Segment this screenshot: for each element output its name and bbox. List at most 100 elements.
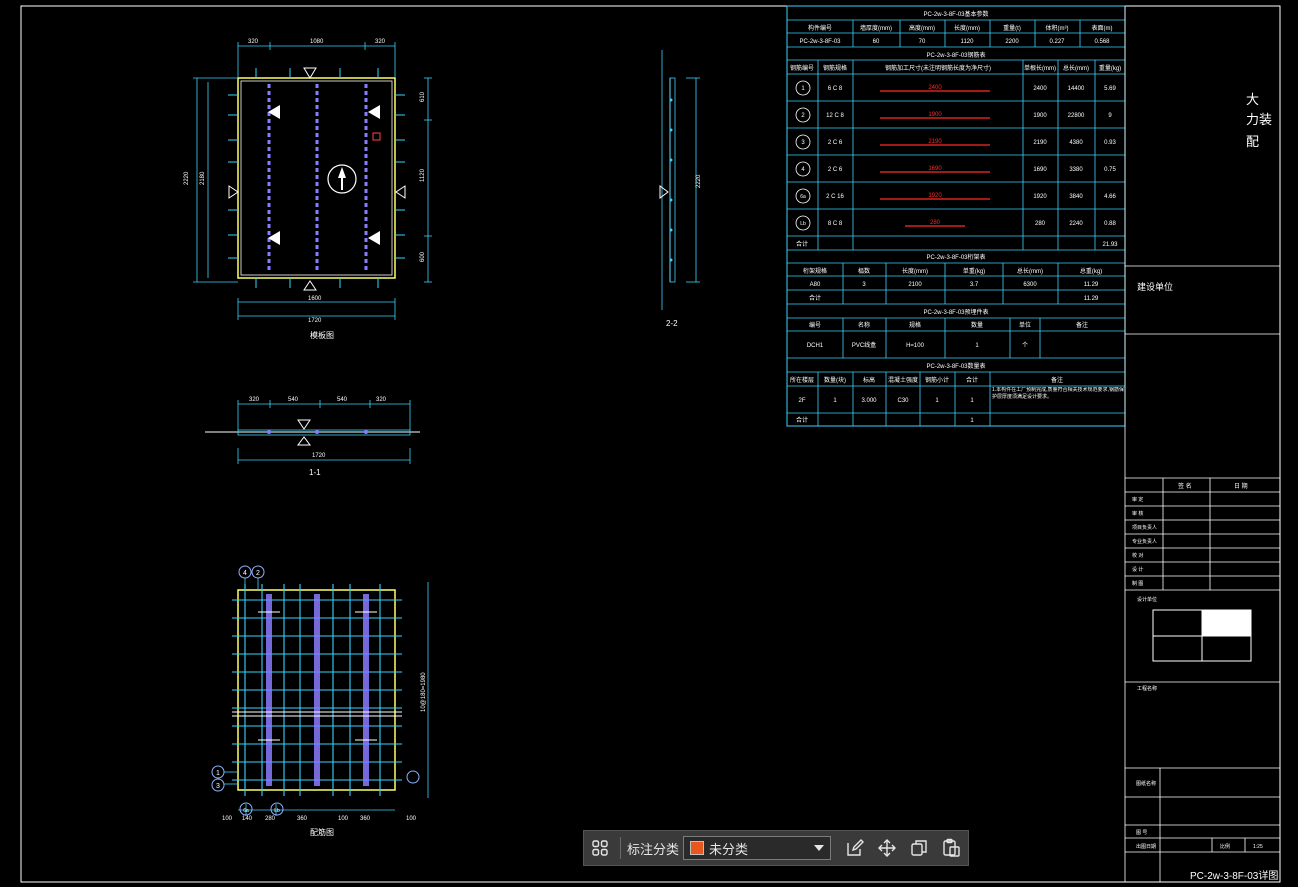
rebar-bubble-lb: [270, 802, 284, 816]
t4-header-1: 编号: [809, 321, 821, 329]
t4-c4: 1: [975, 343, 979, 349]
t2-r3-id: 3: [801, 140, 805, 146]
t2-r6-weight: 0.88: [1104, 221, 1116, 227]
sign-row-1: 审 定: [1132, 496, 1143, 503]
t3-header-5: 总长(mm): [1017, 267, 1043, 275]
paste-icon[interactable]: [935, 831, 967, 865]
edit-icon[interactable]: [839, 831, 871, 865]
t2-r3-total: 4380: [1069, 140, 1083, 146]
t2-r6-id: Lb: [800, 221, 806, 227]
rebar-bubble-2: [251, 565, 265, 579]
t5-c3: 3.000: [861, 398, 877, 404]
t3-header-3: 长度(mm): [902, 267, 928, 275]
t2-r6-shape: 280: [930, 220, 941, 226]
t4-header-6: 备注: [1076, 321, 1088, 329]
t3-header-2: 榀数: [858, 267, 870, 275]
copy-icon[interactable]: [903, 831, 935, 865]
rebar-bottom-dim-5: 100: [338, 816, 349, 822]
plan-top-dim-1: 320: [248, 39, 259, 45]
t1-cell-1: PC-2w-3-8F-03: [799, 39, 841, 45]
t2-r2-id: 2: [801, 113, 805, 119]
t3-header-4: 单重(kg): [963, 267, 985, 275]
drawing-code: PC-2w-3-8F-03详图: [1190, 869, 1278, 882]
t5-header-3: 标高: [863, 376, 875, 384]
t2-r2-spec: 12 C 8: [826, 113, 844, 119]
t2-header-4: 单根长(mm): [1024, 64, 1056, 72]
t2-r5-total: 3840: [1069, 194, 1083, 200]
rebar-bubble-6a: [239, 802, 253, 816]
drawing-no-label: 图 号: [1136, 830, 1147, 836]
t3-header-6: 总重(kg): [1080, 267, 1102, 275]
t2-r1-len: 2400: [1033, 86, 1047, 92]
t2-r2-total: 22800: [1068, 113, 1085, 119]
rebar-bottom-dim-6: 360: [360, 816, 371, 822]
category-dropdown[interactable]: 未分类: [683, 836, 832, 860]
t5-total-label: 合计: [796, 416, 808, 424]
t2-header-5: 总长(mm): [1063, 64, 1089, 72]
sign-row-5: 校 对: [1132, 552, 1143, 559]
section-2-2-view: 2220 2-2: [659, 50, 702, 328]
t4-c1: DCH1: [807, 343, 824, 349]
t2-header-6: 重量(kg): [1099, 64, 1121, 72]
rebar-view: 100 140 280 360 100 360 100 10@180=1980 …: [211, 565, 429, 837]
table2-title: PC-2w-3-8F-03钢筋表: [926, 51, 985, 59]
parameter-tables: PC-2w-3-8F-03基本参数 构件编号 墙厚度(mm) 高度(mm) 长度…: [786, 5, 1126, 427]
t5-c4: C30: [897, 398, 909, 404]
t2-total-label: 合计: [796, 240, 808, 248]
category-selected-value: 未分类: [709, 842, 749, 858]
toolbar-divider: [620, 837, 621, 859]
plan-left-dim-2: 2180: [200, 171, 206, 185]
t4-c3: H=100: [906, 343, 925, 349]
t2-r5-spec: 2 C 16: [826, 194, 844, 200]
t5-note-text: 1.本构件在工厂预制完成,质量符合相关技术规范要求,钢筋保护层厚度须满足设计要求…: [992, 387, 1124, 400]
t1-cell-3: 70: [919, 39, 926, 45]
t5-header-6: 合计: [966, 376, 978, 384]
plan-right-dim-1: 610: [420, 91, 426, 102]
table3-title: PC-2w-3-8F-03桁架表: [926, 253, 985, 261]
t1-cell-2: 60: [873, 39, 880, 45]
rebar-bottom-dim-3: 280: [265, 816, 276, 822]
t2-r6-total: 2240: [1069, 221, 1083, 227]
t5-header-2: 数量(块): [824, 376, 846, 384]
t5-c2: 1: [833, 398, 837, 404]
t2-r6-spec: 8 C 8: [828, 221, 843, 227]
t2-r5-len: 1920: [1033, 194, 1047, 200]
plan-bottom-dim-2: 1720: [308, 318, 322, 324]
t1-header-7: 表面(m): [1092, 24, 1113, 32]
sign-header-1: 签 名: [1178, 482, 1192, 490]
rebar-bottom-dim-2: 140: [242, 816, 253, 822]
t1-header-1: 构件编号: [808, 24, 832, 32]
t3-r1-c4: 3.7: [970, 282, 979, 288]
title-block: 大 力装 配 建设单位 签 名 日 期 审 定 审 核 项目负责人 专业负责人 …: [1124, 6, 1280, 882]
rebar-bubble-2-label: 2: [256, 570, 260, 577]
t1-header-5: 重量(t): [1003, 24, 1021, 32]
table1-title: PC-2w-3-8F-03基本参数: [923, 10, 988, 18]
plan-top-dim-2: 1080: [310, 39, 324, 45]
vertical-title-3: 配: [1246, 134, 1259, 149]
sec11-dim-3: 540: [337, 397, 348, 403]
t5-note-header: 备注: [1051, 376, 1063, 384]
t3-r1-c5: 6300: [1023, 282, 1037, 288]
sec11-dim-1: 320: [249, 397, 260, 403]
rebar-bubble-lb-label: Lb: [274, 808, 280, 814]
t5-total-value: 1: [970, 418, 974, 424]
t2-r4-id: 4: [801, 167, 805, 173]
t3-r1-c2: 3: [862, 282, 866, 288]
t2-header-1: 钢筋编号: [790, 64, 814, 72]
move-icon[interactable]: [871, 831, 903, 865]
scale-label: 比例: [1220, 843, 1230, 850]
t2-r2-shape: 1900: [928, 112, 942, 118]
rebar-bubble-4: [238, 565, 252, 579]
sec11-dim-4: 320: [376, 397, 387, 403]
t2-r3-len: 2190: [1033, 140, 1047, 146]
grid-icon[interactable]: [584, 831, 616, 865]
plan-left-dim-1: 2220: [184, 171, 190, 185]
t1-header-2: 墙厚度(mm): [860, 24, 892, 32]
t2-r2-weight: 9: [1108, 113, 1112, 119]
plan-title: 模板图: [310, 330, 334, 340]
t2-r1-spec: 6 C 8: [828, 86, 843, 92]
rebar-right-dim: 10@180=1980: [421, 672, 427, 712]
rebar-bubble-4-label: 4: [243, 570, 247, 577]
t4-c5: 个: [1022, 342, 1028, 349]
